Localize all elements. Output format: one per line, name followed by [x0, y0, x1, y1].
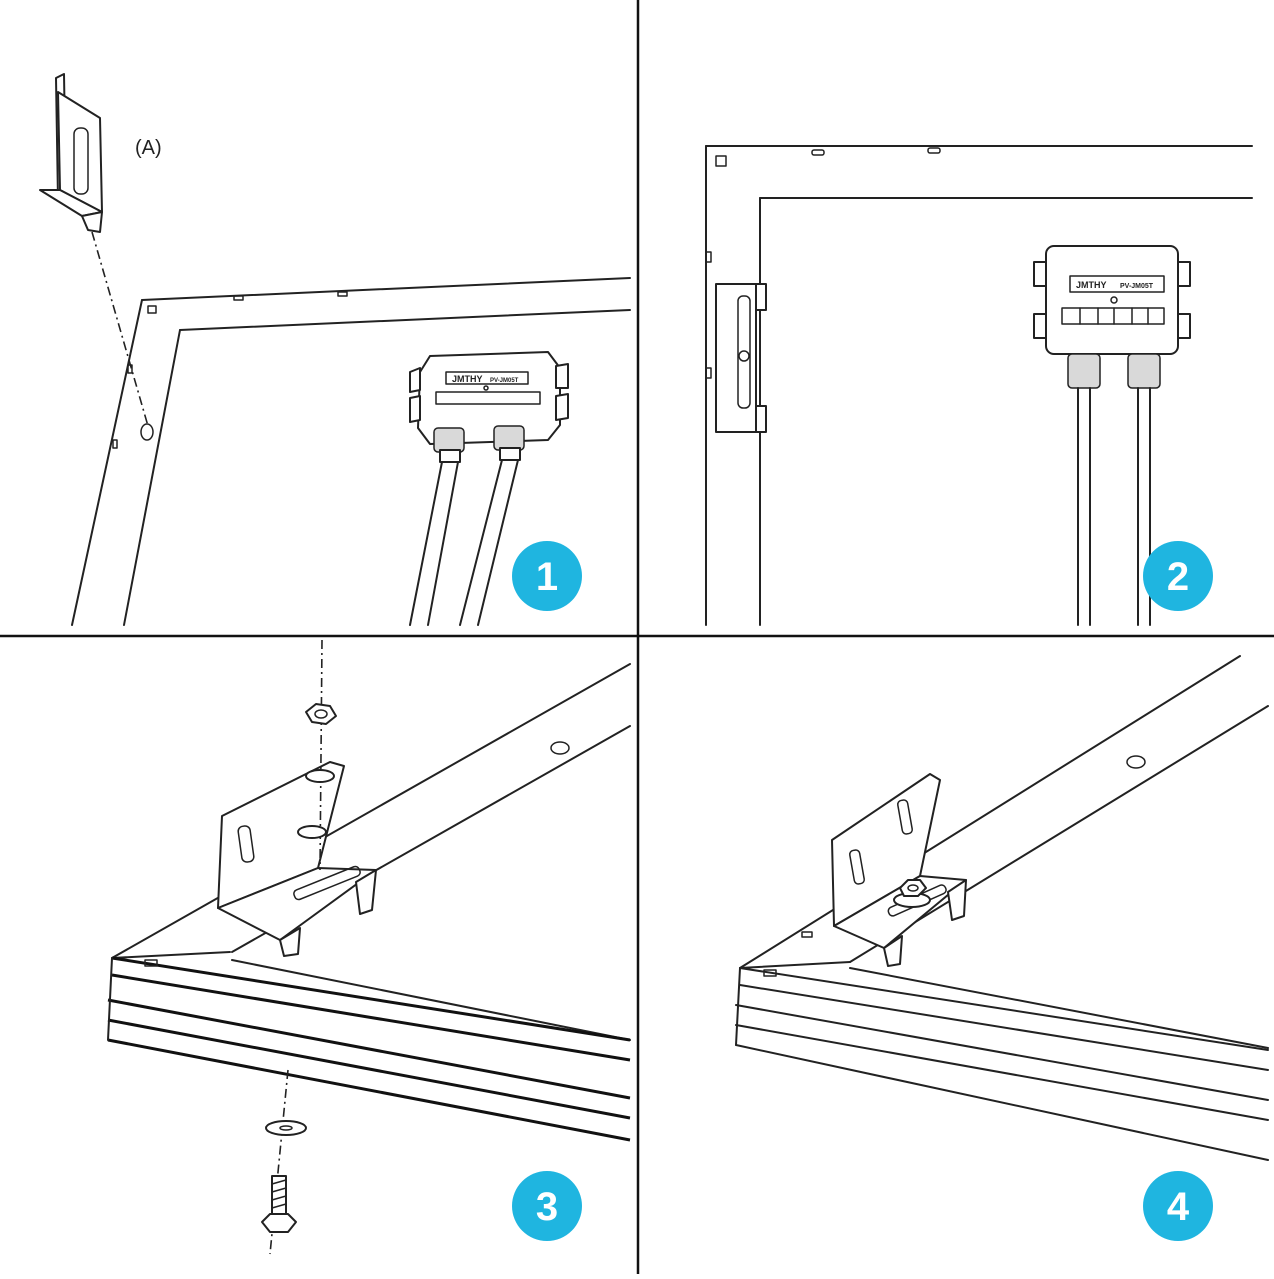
step-badge-4 [1143, 1171, 1213, 1241]
z-bracket-a [39, 73, 103, 233]
mounting-hole [140, 423, 154, 441]
frame-slot [233, 295, 244, 301]
bracket-slot [737, 295, 751, 409]
frame-top-edge [111, 663, 631, 959]
step-number-1: 1 [536, 555, 558, 599]
step-1-panel: (A) JMTHY PV-JM05T 1 [39, 73, 631, 626]
z-bracket-mounted [715, 283, 767, 433]
jbox-brand: JMTHY [452, 374, 483, 384]
alignment-line [91, 231, 149, 427]
frame-outer-left [71, 299, 143, 626]
hex-nut [305, 703, 337, 725]
part-label-a: (A) [135, 137, 162, 159]
frame-slot [337, 291, 348, 297]
frame-inner-top [179, 309, 631, 331]
z-bracket-installed [831, 773, 967, 967]
washer-upper [305, 769, 335, 783]
step-4-panel: 4 [735, 655, 1269, 1241]
step-3-panel: 3 [107, 639, 631, 1255]
hex-nut [899, 879, 927, 897]
hex-bolt [261, 1175, 297, 1233]
junction-box: JMTHY PV-JM05T [1033, 245, 1191, 389]
frame-outer-top [141, 277, 631, 301]
jbox-label-plate [1069, 275, 1165, 293]
jbox-label-plate [445, 371, 529, 385]
washer-bottom [265, 1120, 307, 1136]
frame-top-edge [739, 655, 1241, 969]
jbox-model: PV-JM05T [490, 378, 519, 384]
cable-gland-right [493, 425, 525, 451]
junction-box: JMTHY PV-JM05T [409, 351, 569, 463]
corner-hole [147, 305, 157, 314]
jbox-warning-strip [1061, 307, 1165, 325]
corner-hole [715, 155, 727, 167]
step-number-4: 4 [1167, 1185, 1190, 1229]
bracket-slot [73, 127, 89, 195]
z-bracket-mounting [217, 761, 377, 957]
corner-hole [763, 969, 777, 977]
washer-lower [297, 825, 327, 839]
step-number-3: 3 [536, 1185, 558, 1229]
cable-gland-left [433, 427, 465, 453]
cable-gland-right [1127, 353, 1161, 389]
corner-hole [144, 959, 158, 967]
step-badge-2 [1143, 541, 1213, 611]
step-2-panel: JMTHY PV-JM05T 2 [705, 145, 1253, 626]
cable-left [409, 461, 443, 626]
bracket-slot [293, 865, 361, 901]
frame-slot [927, 147, 941, 154]
step-badge-3 [512, 1171, 582, 1241]
step-number-2: 2 [1167, 555, 1189, 599]
mounting-hole [550, 741, 570, 755]
frame-inner-left [123, 329, 181, 626]
step-badge-1 [512, 541, 582, 611]
frame-slot [705, 251, 712, 263]
cable-gland-left [1067, 353, 1101, 389]
jbox-warning-strip [435, 391, 541, 405]
frame-slot [705, 367, 712, 379]
frame-slot [801, 931, 813, 938]
fastened-bolt [893, 879, 931, 908]
jbox-model: PV-JM05T [1120, 283, 1154, 290]
frame-slot [112, 439, 118, 449]
cable-right [459, 459, 503, 626]
frame-slot [811, 149, 825, 156]
mounting-hole [1126, 755, 1146, 769]
jbox-brand: JMTHY [1076, 280, 1107, 290]
